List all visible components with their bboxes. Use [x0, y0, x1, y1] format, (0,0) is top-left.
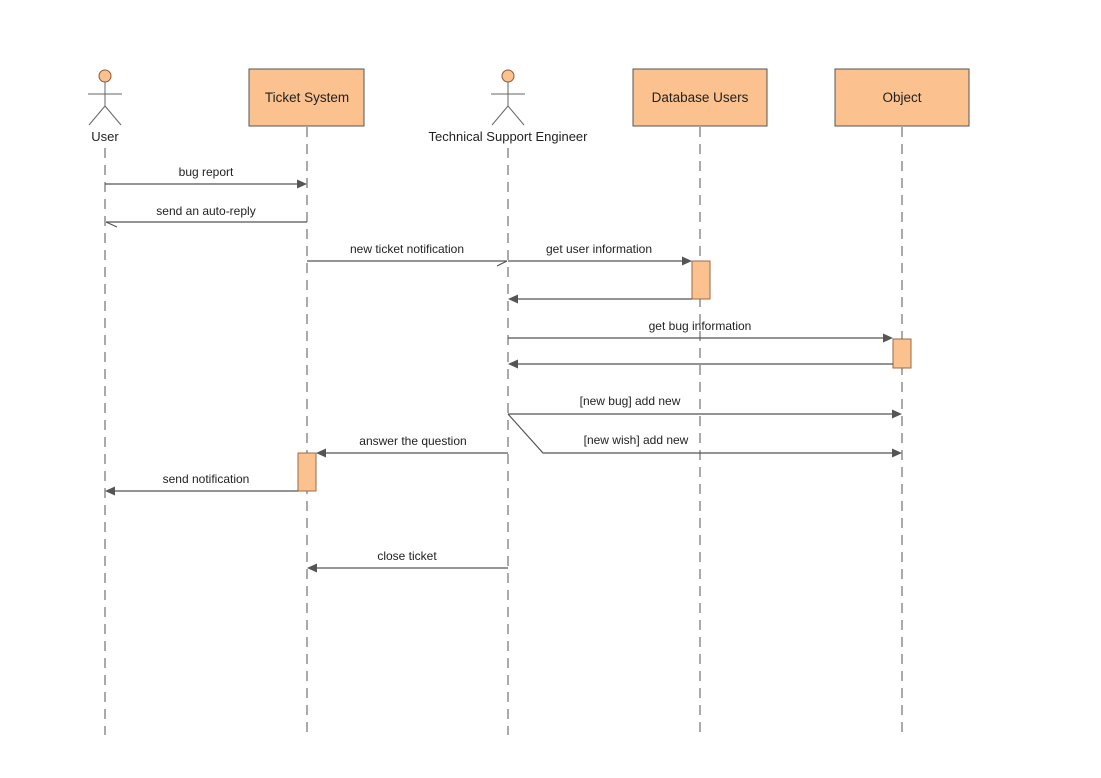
- message-answer-the-question[interactable]: answer the question: [316, 434, 508, 458]
- message-label: send an auto-reply: [156, 204, 255, 218]
- arrowhead-icon: [508, 294, 518, 304]
- activation-ticket-system: [297, 452, 317, 492]
- message-label: answer the question: [359, 434, 466, 448]
- message-new-wish-add-new[interactable]: [new wish] add new: [507, 413, 902, 458]
- message-label: get user information: [546, 242, 652, 256]
- activation-object: [892, 338, 912, 369]
- message-get-user-information[interactable]: get user information: [508, 242, 692, 266]
- actor-head-icon: [501, 69, 515, 83]
- message-label: new ticket notification: [350, 242, 464, 256]
- arrowhead-icon: [892, 448, 902, 458]
- arrowhead-icon: [307, 563, 317, 573]
- participant-label: Database Users: [652, 90, 749, 105]
- participant-ticket-system[interactable]: Ticket System: [248, 68, 365, 127]
- participant-object[interactable]: Object: [834, 68, 970, 127]
- arrowhead-icon: [297, 179, 307, 189]
- message-label: close ticket: [377, 549, 437, 563]
- message-new-ticket-notification[interactable]: new ticket notification: [307, 242, 508, 267]
- arrowhead-icon: [105, 486, 115, 496]
- actor-head-icon: [98, 69, 112, 83]
- participant-database-users[interactable]: Database Users: [632, 68, 768, 127]
- message-label: [new wish] add new: [584, 433, 689, 447]
- participant-label: Ticket System: [265, 90, 349, 105]
- open-arrowhead-icon: [496, 260, 508, 267]
- activation-database-users: [691, 260, 711, 300]
- message-return-database-users[interactable]: [508, 294, 692, 304]
- message-label: bug report: [179, 165, 234, 179]
- participant-label: Object: [882, 90, 921, 105]
- message-bug-report[interactable]: bug report: [105, 165, 307, 189]
- actor-label: User: [91, 129, 119, 144]
- message-get-bug-information[interactable]: get bug information: [508, 319, 893, 343]
- message-send-auto-reply[interactable]: send an auto-reply: [105, 204, 307, 228]
- message-new-bug-add-new[interactable]: [new bug] add new: [508, 394, 902, 419]
- actor-user[interactable]: User: [88, 69, 122, 144]
- arrowhead-icon: [892, 409, 902, 419]
- message-send-notification[interactable]: send notification: [105, 472, 298, 496]
- message-label: send notification: [163, 472, 250, 486]
- message-close-ticket[interactable]: close ticket: [307, 549, 508, 573]
- actor-label: Technical Support Engineer: [429, 129, 589, 144]
- arrowhead-icon: [316, 448, 326, 458]
- arrowhead-icon: [883, 333, 893, 343]
- message-label: [new bug] add new: [580, 394, 681, 408]
- message-label: get bug information: [649, 319, 752, 333]
- message-return-object[interactable]: [508, 359, 893, 369]
- actor-engineer[interactable]: Technical Support Engineer: [429, 69, 589, 144]
- arrowhead-icon: [682, 256, 692, 266]
- open-arrowhead-icon: [105, 221, 118, 228]
- arrowhead-icon: [508, 359, 518, 369]
